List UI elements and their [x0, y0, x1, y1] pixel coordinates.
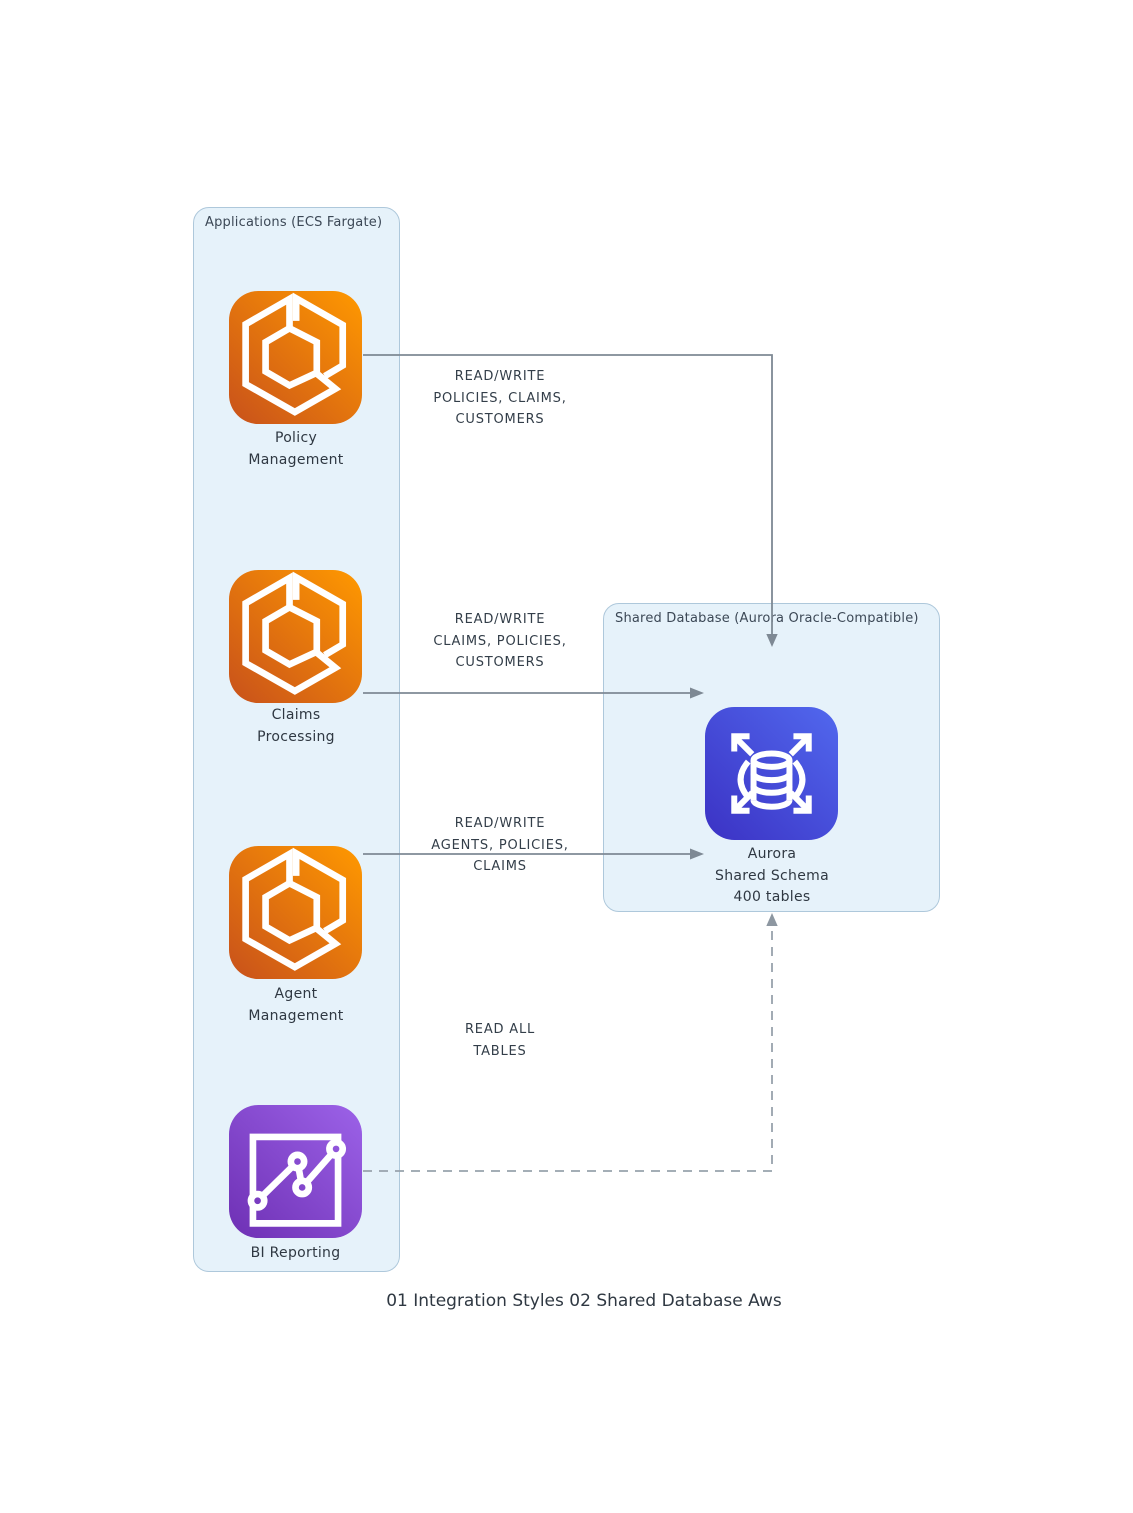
label-line: READ/WRITE	[454, 612, 546, 627]
edge-label-claims-to-db: READ/WRITE CLAIMS, POLICIES, CUSTOMERS	[388, 609, 612, 674]
edge-label-policy-to-db: READ/WRITE POLICIES, CLAIMS, CUSTOMERS	[388, 366, 612, 431]
label-line: Policy	[274, 430, 318, 446]
label-line: Aurora	[747, 846, 797, 862]
ecs-container-icon	[229, 846, 362, 979]
label-line: CLAIMS, POLICIES,	[433, 633, 567, 649]
shared-database-group-title: Shared Database (Aurora Oracle-Compatibl…	[615, 611, 919, 626]
claims-processing-node	[229, 570, 362, 703]
ecs-container-icon	[229, 291, 362, 424]
aurora-node	[705, 707, 838, 840]
label-line: Management	[248, 451, 344, 468]
edge-label-bi-to-db: READ ALL TABLES	[388, 1019, 612, 1062]
label-line: Management	[248, 1007, 344, 1024]
label-line: CLAIMS	[473, 859, 527, 874]
aurora-label: Aurora Shared Schema 400 tables	[705, 844, 839, 909]
policy-management-label: Policy Management	[229, 428, 363, 471]
label-line: READ/WRITE	[454, 369, 546, 384]
claims-processing-label: Claims Processing	[229, 705, 363, 748]
label-line: Agent	[274, 986, 318, 1002]
diagram-caption: 01 Integration Styles 02 Shared Database…	[386, 1291, 782, 1311]
label-line: READ/WRITE	[454, 816, 546, 831]
label-line: READ ALL	[464, 1022, 536, 1037]
label-line: Claims	[271, 707, 321, 723]
applications-group-title: Applications (ECS Fargate)	[205, 215, 383, 230]
label-line: BI Reporting	[250, 1245, 341, 1261]
label-line: CUSTOMERS	[455, 655, 545, 670]
label-line: Processing	[257, 728, 335, 745]
label-line: AGENTS, POLICIES,	[431, 837, 569, 853]
label-line: POLICIES, CLAIMS,	[433, 390, 567, 406]
agent-management-node	[229, 846, 362, 979]
label-line: CUSTOMERS	[455, 412, 545, 427]
shared-database-group: Shared Database (Aurora Oracle-Compatibl…	[603, 603, 940, 912]
ecs-container-icon	[229, 570, 362, 703]
edge-label-agent-to-db: READ/WRITE AGENTS, POLICIES, CLAIMS	[388, 813, 612, 878]
label-line: TABLES	[473, 1043, 527, 1059]
bi-reporting-node	[229, 1105, 362, 1238]
label-line: 400 tables	[733, 889, 811, 905]
agent-management-label: Agent Management	[229, 984, 363, 1027]
line-chart-icon	[229, 1105, 362, 1238]
bi-reporting-label: BI Reporting	[213, 1243, 378, 1265]
label-line: Shared Schema	[715, 867, 829, 884]
policy-management-node	[229, 291, 362, 424]
aurora-database-icon	[705, 707, 838, 840]
